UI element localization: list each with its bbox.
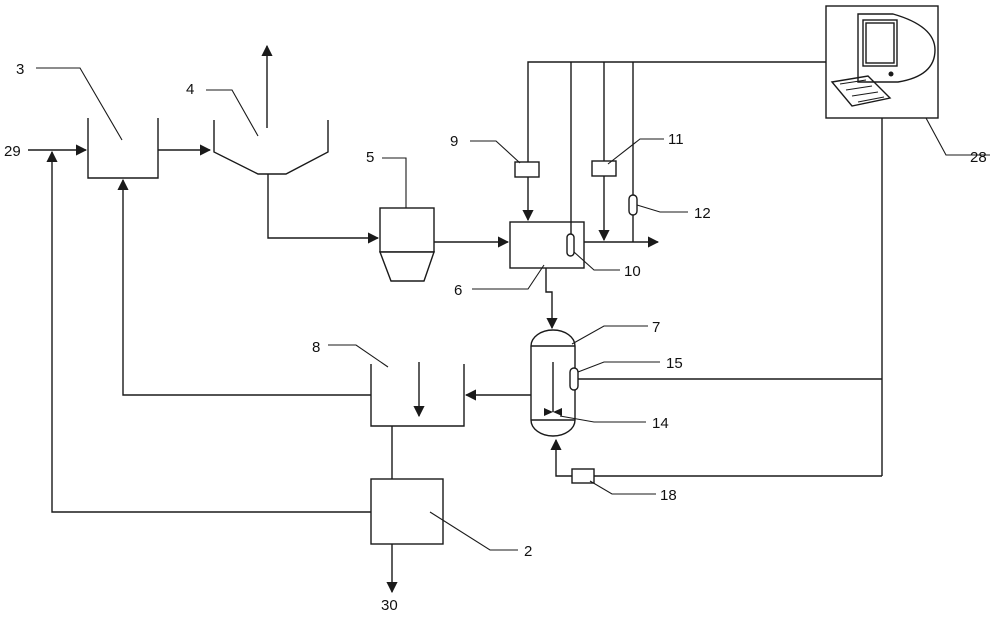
leader-3 bbox=[36, 67, 123, 141]
leader-5 bbox=[382, 157, 407, 208]
label-28: 28 bbox=[970, 149, 987, 166]
label-3: 3 bbox=[16, 61, 24, 78]
leader-11 bbox=[607, 138, 664, 165]
leader-28 bbox=[925, 117, 990, 156]
label-5: 5 bbox=[366, 149, 374, 166]
leader-15 bbox=[577, 361, 660, 373]
computer-28 bbox=[825, 5, 939, 119]
label-18: 18 bbox=[660, 487, 677, 504]
leader-6 bbox=[472, 264, 545, 290]
tank8-recycle-to-tank3 bbox=[117, 178, 371, 396]
valve18-to-reactor7 bbox=[550, 438, 572, 477]
control-line-top bbox=[527, 61, 826, 162]
valve-9 bbox=[514, 161, 540, 178]
label-14: 14 bbox=[652, 415, 669, 432]
leader-12 bbox=[636, 204, 688, 213]
label-6: 6 bbox=[454, 282, 462, 299]
label-7: 7 bbox=[652, 319, 660, 336]
leader-9 bbox=[470, 140, 521, 164]
unit6-to-reactor7 bbox=[545, 268, 558, 330]
unit-2 bbox=[370, 478, 444, 545]
sensor-15 bbox=[569, 367, 579, 391]
tank-3 bbox=[87, 118, 159, 179]
leader-14 bbox=[559, 415, 646, 423]
label-11: 11 bbox=[668, 131, 684, 148]
sensor-12 bbox=[628, 194, 638, 216]
label-29: 29 bbox=[4, 143, 21, 160]
agitator-14 bbox=[544, 362, 562, 416]
label-12: 12 bbox=[694, 205, 711, 222]
leader-8 bbox=[328, 344, 389, 368]
leader-4 bbox=[206, 89, 259, 137]
leader-7 bbox=[571, 325, 648, 345]
label-8: 8 bbox=[312, 339, 320, 356]
sensor-10 bbox=[566, 233, 575, 257]
label-30: 30 bbox=[381, 597, 398, 614]
valve-11 bbox=[591, 160, 617, 177]
leader-10 bbox=[573, 251, 620, 271]
separator-4 bbox=[213, 120, 329, 175]
label-10: 10 bbox=[624, 263, 641, 280]
tank-8 bbox=[370, 364, 465, 427]
leader-2 bbox=[429, 511, 518, 551]
unit2-recycle-to-inlet bbox=[46, 150, 371, 513]
label-4: 4 bbox=[186, 81, 194, 98]
label-2: 2 bbox=[524, 543, 532, 560]
separator4-to-cyclone5 bbox=[267, 174, 380, 244]
cyclone-5 bbox=[378, 207, 435, 282]
leader-18 bbox=[589, 480, 656, 495]
computer-monitor-keyboard-icon bbox=[830, 13, 936, 107]
label-15: 15 bbox=[666, 355, 683, 372]
label-9: 9 bbox=[450, 133, 458, 150]
